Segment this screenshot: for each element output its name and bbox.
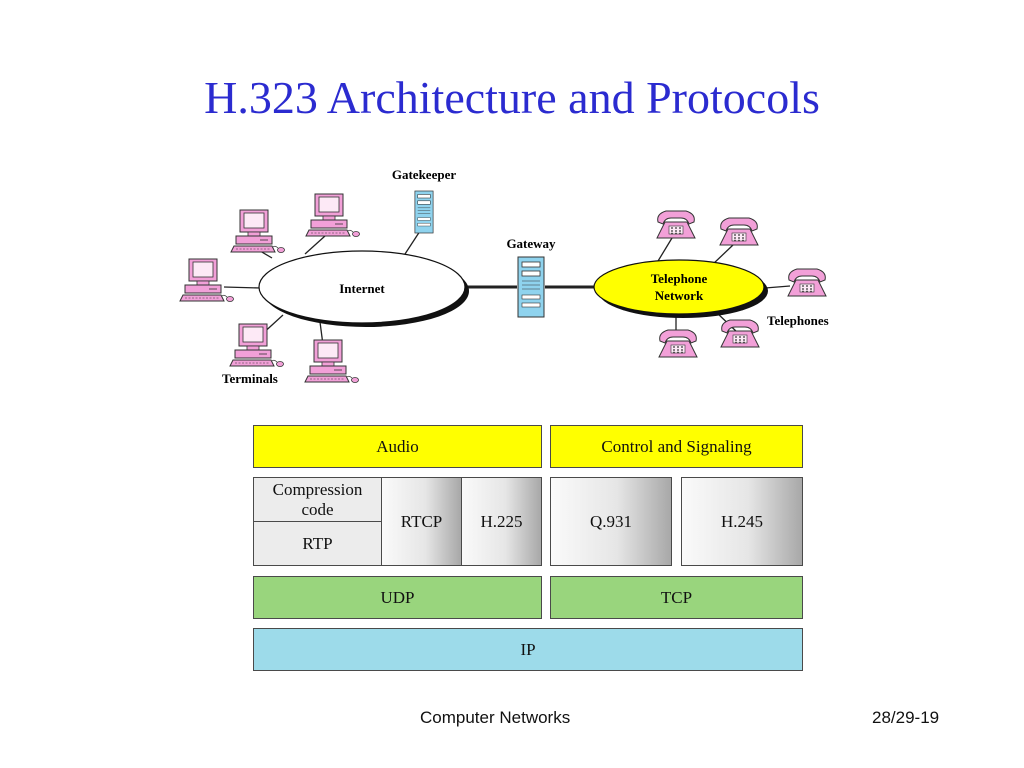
- audio-layer: Audio: [253, 425, 542, 468]
- footer-course: Computer Networks: [420, 708, 571, 727]
- tcp-layer: TCP: [550, 576, 803, 619]
- terminals-label: Terminals: [222, 371, 278, 386]
- control-signaling-layer: Control and Signaling: [550, 425, 803, 468]
- slide-title: H.323 Architecture and Protocols: [204, 72, 820, 123]
- terminal-icon: [230, 209, 285, 253]
- telephone-network-label-1: Telephone: [651, 271, 708, 286]
- footer-page-number: 28/29-19: [872, 708, 940, 727]
- telephones-label: Telephones: [767, 313, 829, 328]
- terminal-icon: [305, 193, 360, 237]
- terminal-icon: [229, 323, 284, 367]
- telephone-network-label-2: Network: [655, 288, 704, 303]
- telephone-icon: [787, 268, 827, 297]
- telephone-icon: [656, 210, 696, 239]
- compression-code-box: Compression code: [253, 477, 382, 522]
- ip-layer: IP: [253, 628, 803, 671]
- telephone-icon: [719, 217, 759, 246]
- terminal-icon: [304, 339, 359, 383]
- h245-box: H.245: [681, 477, 803, 566]
- rtp-box: RTP: [253, 521, 382, 566]
- rtcp-box: RTCP: [381, 477, 462, 566]
- telephone-icon: [720, 319, 760, 348]
- gatekeeper-server-icon: [414, 190, 434, 234]
- h225-box: H.225: [461, 477, 542, 566]
- telephone-network: [593, 259, 765, 315]
- gateway-server-icon: [517, 256, 545, 318]
- gateway-label: Gateway: [506, 236, 556, 251]
- udp-layer: UDP: [253, 576, 542, 619]
- internet-cloud: [258, 250, 466, 324]
- terminal-icon: [179, 258, 234, 302]
- internet-label: Internet: [339, 281, 385, 296]
- gatekeeper-label: Gatekeeper: [392, 167, 456, 182]
- telephone-icon: [658, 329, 698, 358]
- q931-box: Q.931: [550, 477, 672, 566]
- network-diagram: Internet Telephone Network Gatekeeper Ga…: [179, 167, 829, 386]
